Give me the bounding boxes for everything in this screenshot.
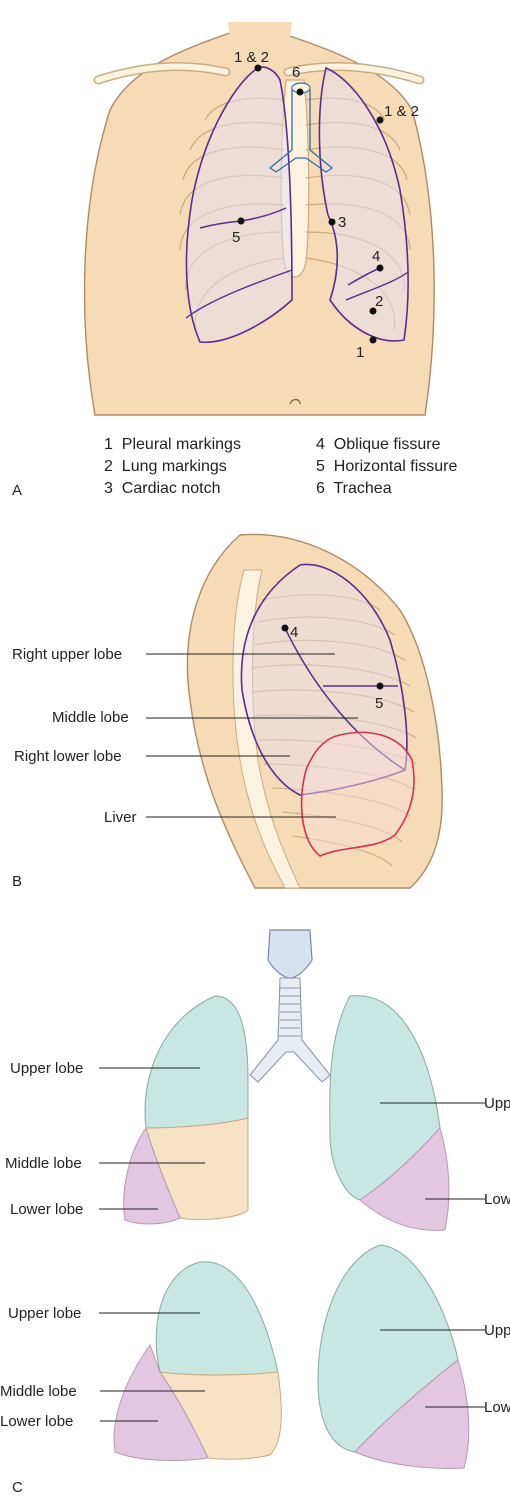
label-right-upper-lobe: Right upper lobe [12,646,122,663]
label-back-left-lower: Low [484,1399,510,1416]
point-1-2-left-label: 1 & 2 [384,103,419,120]
front-left-lung [329,995,450,1231]
label-front-lower-lobe: Lower lobe [10,1201,83,1218]
point-1-2-right-label: 1 & 2 [234,49,269,66]
panel-a: 1 & 2 1 & 2 6 3 5 4 2 1 1 Pleural markin… [12,22,457,499]
right-clavicle-fill [95,63,229,83]
point-6-label: 6 [292,64,300,81]
legend-item-3: 3 Cardiac notch [104,480,221,497]
label-front-left-lower: Low [484,1191,510,1208]
point-5-dot [237,217,245,225]
label-liver: Liver [104,809,137,826]
label-back-upper-lobe: Upper lobe [8,1305,81,1322]
label-middle-lobe: Middle lobe [52,709,129,726]
front-right-lung [123,995,249,1225]
label-back-left-upper: Upp [484,1322,510,1339]
pleural-margin-left [345,271,409,301]
panel-c-letter: C [12,1479,23,1496]
point-1-label: 1 [356,344,364,361]
panel-b: 4 5 Right upper lobe Middle lobe Right l… [12,533,443,890]
lateral-point-5-label: 5 [375,695,383,712]
point-4-label: 4 [372,248,380,265]
front-left-lower-lobe [359,1126,450,1231]
point-5-label: 5 [232,229,240,246]
point-1-2-right-dot [254,64,262,72]
tracheal-rings [279,987,301,1037]
back-right-lower-lobe [113,1343,209,1461]
liver-outline [300,731,415,857]
larynx [267,929,313,979]
lateral-point-5-dot [376,682,384,690]
point-6-dot [296,88,304,96]
legend-item-2: 2 Lung markings [104,458,227,475]
panel-a-letter: A [12,482,22,499]
point-3-label: 3 [338,214,346,231]
lateral-point-4-dot [281,624,289,632]
neck [228,22,292,62]
point-1-dot [369,336,377,344]
back-left-lower-lobe [354,1359,470,1469]
panel-c: Upper lobe Middle lobe Lower lobe Upp Lo… [0,929,510,1496]
lateral-point-4-label: 4 [290,624,298,641]
trachea-tube [249,977,331,1083]
label-back-lower-lobe: Lower lobe [0,1413,73,1430]
point-4-dot [376,264,384,272]
pleural-margin-right [185,269,293,319]
point-3-dot [328,218,336,226]
point-2-label: 2 [375,293,383,310]
right-lung-outline [185,66,293,343]
panel-b-letter: B [12,873,22,890]
legend-item-1: 1 Pleural markings [104,436,241,453]
label-front-upper-lobe: Upper lobe [10,1060,83,1077]
left-lung-outline [318,66,409,342]
label-back-middle-lobe: Middle lobe [0,1383,77,1400]
navel [289,398,301,405]
point-2-dot [369,307,377,315]
label-front-middle-lobe: Middle lobe [5,1155,82,1172]
legend-item-6: 6 Trachea [316,480,392,497]
trachea-outline [268,89,334,173]
spine [232,569,301,889]
legend-item-5: 5 Horizontal fissure [316,458,457,475]
front-right-lower-lobe [123,1126,181,1225]
left-clavicle-fill [285,63,423,83]
point-1-2-left-dot [376,116,384,124]
trachea-and-bronchi [249,929,331,1083]
back-left-lung [317,1244,470,1469]
back-right-upper-lobe [155,1261,279,1376]
label-right-lower-lobe: Right lower lobe [14,748,122,765]
front-right-upper-lobe [144,995,249,1129]
label-front-left-upper: Upp [484,1095,510,1112]
legend-item-4: 4 Oblique fissure [316,436,441,453]
back-right-lung [113,1261,282,1461]
